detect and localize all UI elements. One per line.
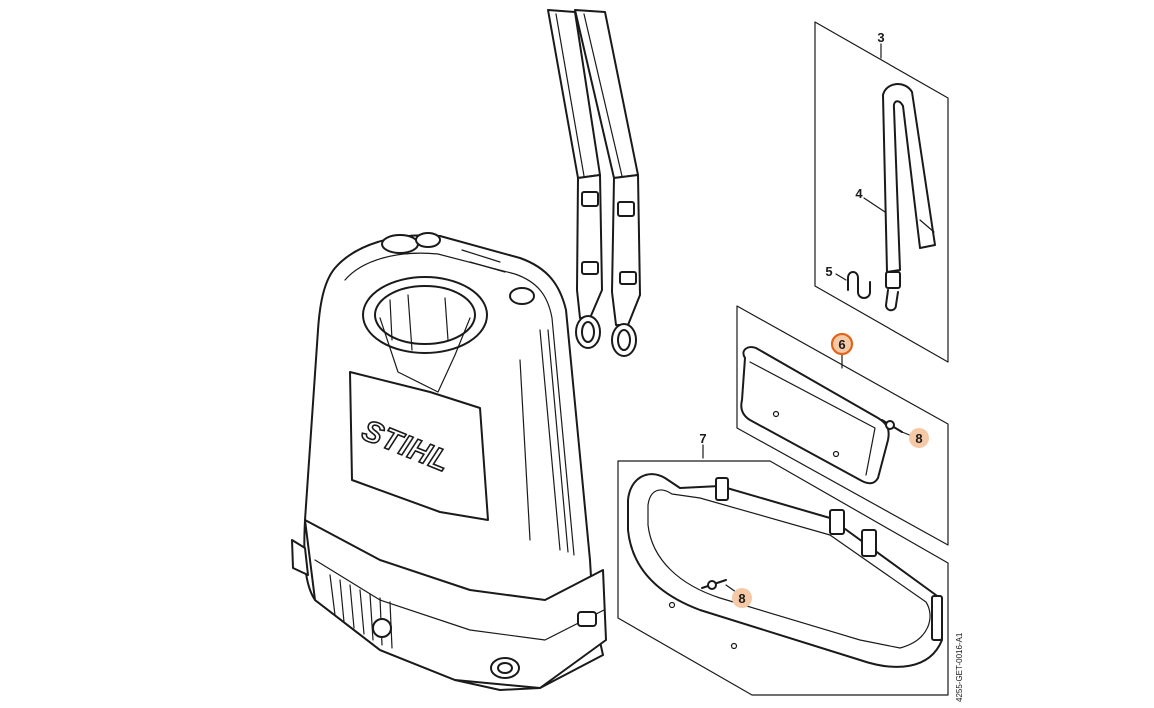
svg-text:4: 4 [855, 186, 863, 201]
part-label-8-hip-belt[interactable]: 8 [725, 584, 752, 608]
svg-text:5: 5 [825, 264, 832, 279]
back-pad-box [736, 305, 949, 546]
hip-belt-box [617, 444, 949, 696]
shoulder-straps-illustration [547, 9, 641, 357]
part-label-3[interactable]: 3 [877, 30, 884, 45]
document-id: 4255-GET-0016-A1 [955, 632, 964, 702]
svg-text:3: 3 [877, 30, 884, 45]
part-label-4[interactable]: 4 [855, 186, 863, 201]
svg-text:8: 8 [738, 591, 745, 606]
chest-strap-box [814, 21, 949, 363]
part-label-8-back-pad[interactable]: 8 [901, 428, 929, 448]
part-label-6-selected[interactable]: 6 [830, 332, 854, 356]
svg-text:8: 8 [915, 431, 922, 446]
svg-text:7: 7 [699, 431, 706, 446]
part-label-7[interactable]: 7 [699, 431, 706, 446]
sprayer-tank-illustration: STIHL [291, 232, 607, 691]
svg-text:6: 6 [838, 337, 845, 352]
part-label-5[interactable]: 5 [825, 264, 832, 279]
